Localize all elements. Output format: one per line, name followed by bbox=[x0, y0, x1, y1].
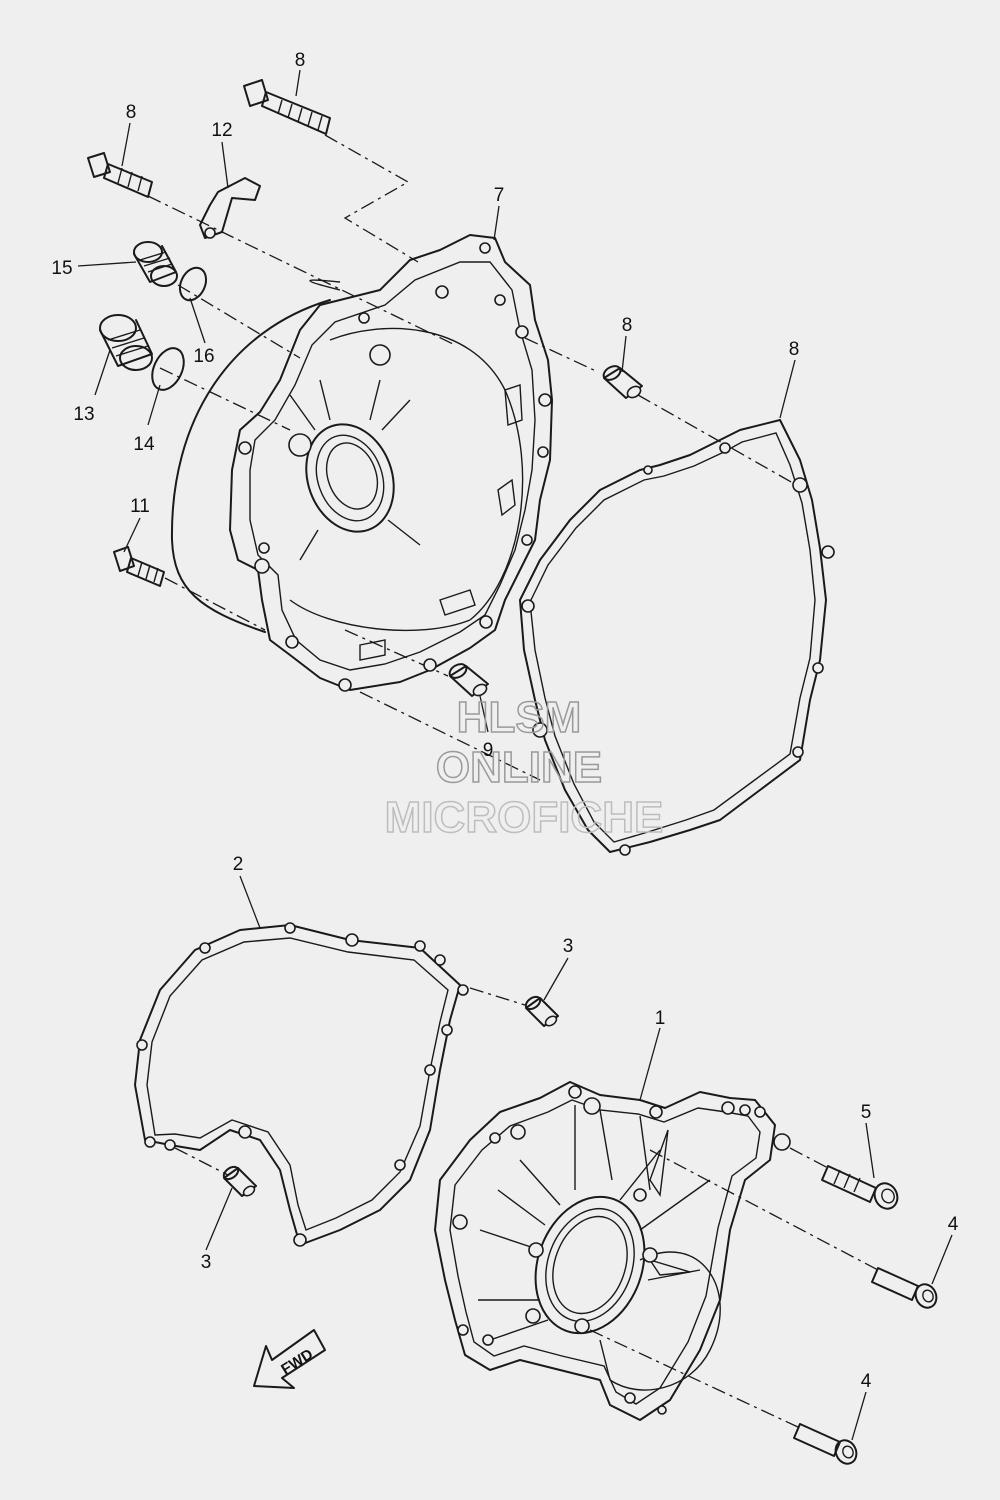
bolt-11 bbox=[113, 546, 165, 587]
assembly-line-dowel-3-upper bbox=[469, 987, 526, 1006]
callout-14: 14 bbox=[133, 434, 155, 455]
assembly-line-lower-left bbox=[359, 691, 541, 781]
callout-3-lower: 3 bbox=[201, 1252, 212, 1273]
assembly-line-bolt-4-lower bbox=[589, 1329, 801, 1429]
o-ring-16 bbox=[178, 266, 208, 302]
crankcase-cover-1 bbox=[434, 1081, 791, 1421]
bolt-4-lower bbox=[793, 1423, 858, 1465]
assembly-line-dowel-3-lower bbox=[174, 1147, 229, 1176]
callout-7: 8 bbox=[789, 339, 800, 360]
assembly-line-bolt-4-upper bbox=[649, 1149, 879, 1271]
callout-3-upper: 3 bbox=[563, 936, 574, 957]
callout-labels: 8 8 12 15 16 13 14 11 7 8 8 9 2 3 3 1 5 … bbox=[51, 50, 958, 1392]
callout-8-upper: 8 bbox=[622, 315, 633, 336]
assembly-line-plug-15 bbox=[177, 284, 301, 359]
assembly-line-plug-13 bbox=[159, 367, 291, 431]
dowel-pin-8-upper bbox=[602, 365, 643, 399]
callout-2: 2 bbox=[233, 854, 244, 875]
dowel-pin-3-upper bbox=[524, 995, 559, 1027]
callout-4-lower: 4 bbox=[861, 1371, 872, 1392]
crankcase-cover-6 bbox=[170, 234, 553, 692]
bracket-12 bbox=[199, 177, 261, 239]
plug-15 bbox=[133, 241, 178, 287]
watermark-line-3: MICROFICHE bbox=[385, 793, 664, 842]
plug-13 bbox=[99, 314, 153, 371]
callout-8-lower: 9 bbox=[483, 740, 494, 761]
assembly-line-bolt-9 bbox=[324, 134, 419, 263]
callout-16: 16 bbox=[193, 346, 214, 367]
assembly-line-dowel-8-upper bbox=[524, 337, 599, 373]
gasket-7 bbox=[519, 419, 835, 856]
gasket-2 bbox=[134, 922, 469, 1247]
callout-10: 8 bbox=[126, 102, 137, 123]
watermark: HLSM ONLINE MICROFICHE bbox=[384, 692, 664, 843]
dowel-pin-8-lower bbox=[448, 663, 489, 697]
callout-1: 1 bbox=[655, 1008, 666, 1029]
callout-6: 7 bbox=[494, 185, 505, 206]
bolt-4-upper bbox=[871, 1267, 938, 1309]
callout-12: 12 bbox=[211, 120, 232, 141]
fwd-arrow-icon: FWD bbox=[253, 1329, 326, 1389]
callout-15: 15 bbox=[51, 258, 72, 279]
bolt-10 bbox=[87, 152, 153, 198]
dowel-pin-3-lower bbox=[222, 1165, 257, 1197]
watermark-line-1: HLSM bbox=[457, 693, 582, 742]
callout-4-upper: 4 bbox=[948, 1214, 959, 1235]
watermark-line-2: ONLINE bbox=[436, 743, 602, 792]
callout-11: 11 bbox=[130, 496, 150, 517]
bolt-9 bbox=[243, 79, 331, 135]
callout-13: 13 bbox=[73, 404, 94, 425]
bolt-5 bbox=[821, 1165, 899, 1210]
assembly-line-bolt-10 bbox=[147, 195, 456, 346]
assembly-line-bolt-5 bbox=[789, 1147, 829, 1169]
callout-9: 8 bbox=[295, 50, 306, 71]
callout-leaders bbox=[77, 69, 953, 1441]
callout-5: 5 bbox=[861, 1102, 872, 1123]
o-ring-14 bbox=[151, 347, 185, 391]
assembly-line-bolt-11 bbox=[164, 577, 266, 631]
